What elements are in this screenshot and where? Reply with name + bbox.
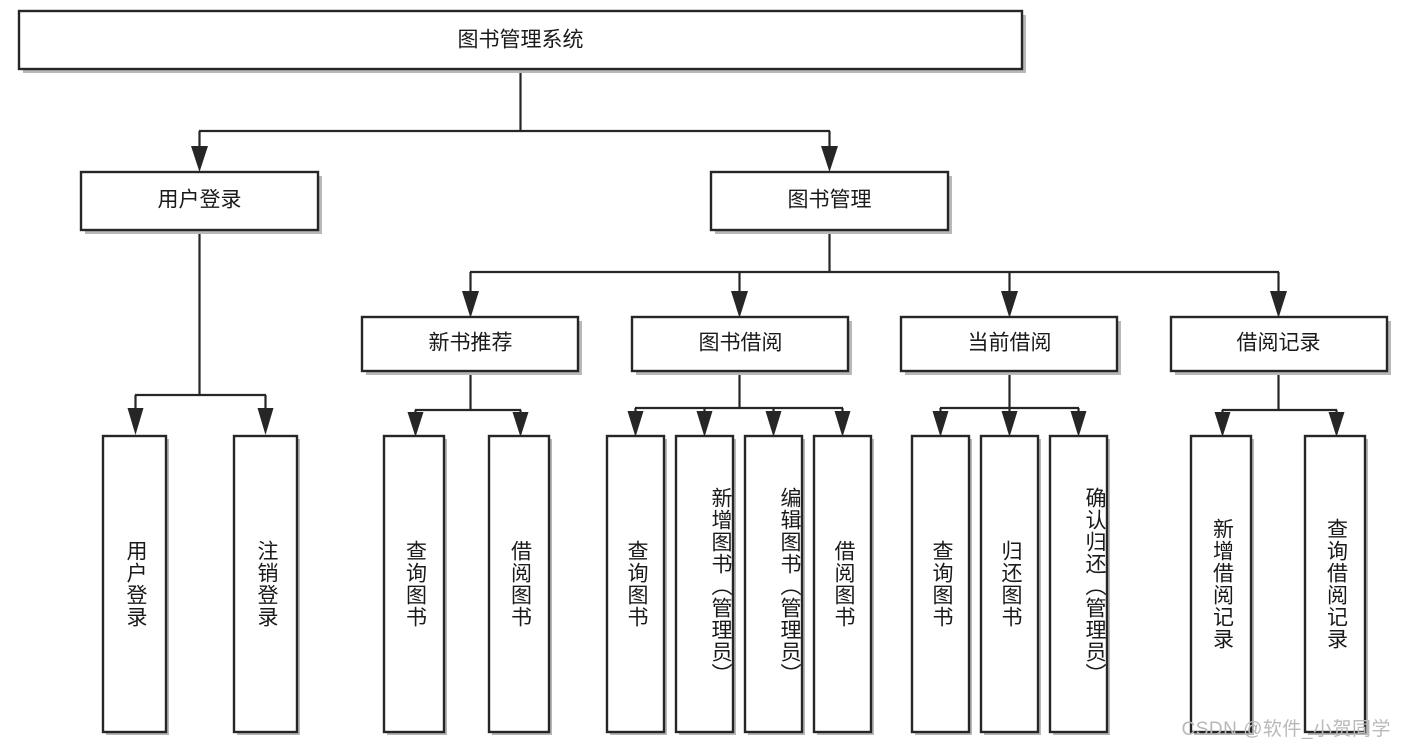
arrow-leaf-edit-book bbox=[765, 411, 782, 437]
node-leaf-borrow-book-2-box[interactable] bbox=[812, 434, 873, 734]
node-leaf-query-record-box[interactable] bbox=[1303, 434, 1367, 734]
node-layer: 图书管理系统 用户登录 图书管理 新书推荐 图书借阅 当前借阅 借阅记录 bbox=[17, 9, 1391, 735]
node-current-borrow-label: 当前借阅 bbox=[968, 332, 1052, 355]
node-leaf-logout-box[interactable] bbox=[232, 434, 299, 734]
arrow-to-borrow bbox=[731, 291, 748, 318]
node-new-book-label: 新书推荐 bbox=[429, 332, 513, 355]
node-leaf-edit-book-box[interactable] bbox=[743, 434, 804, 734]
node-borrow-record-box[interactable] bbox=[1169, 315, 1389, 373]
node-leaf-return-book-box[interactable] bbox=[979, 434, 1040, 734]
node-book-borrow-label: 图书借阅 bbox=[699, 332, 783, 355]
arrow-leaf-add-record bbox=[1214, 412, 1231, 437]
node-leaf-confirm-return-box[interactable] bbox=[1048, 434, 1109, 734]
arrow-leaf-user-login bbox=[127, 408, 144, 435]
node-leaf-add-book-box[interactable] bbox=[674, 434, 735, 734]
node-current-borrow-box[interactable] bbox=[899, 315, 1119, 373]
node-leaf-query-book-3-box[interactable] bbox=[910, 434, 971, 734]
arrow-to-new-book bbox=[462, 291, 479, 318]
node-root-box[interactable] bbox=[17, 9, 1024, 71]
node-new-book-box[interactable] bbox=[360, 315, 580, 373]
arrow-to-current-borrow bbox=[1001, 291, 1018, 318]
node-leaf-borrow-book-1-box[interactable] bbox=[487, 434, 551, 734]
arrow-leaf-logout bbox=[257, 408, 274, 435]
node-leaf-query-book-1-box[interactable] bbox=[382, 434, 446, 734]
arrow-leaf-borrow-book-1 bbox=[512, 412, 529, 437]
arrow-to-borrow-record bbox=[1270, 291, 1287, 318]
node-book-borrow-box[interactable] bbox=[630, 315, 850, 373]
arrow-to-user-login bbox=[191, 146, 208, 172]
arrow-leaf-query-book-3 bbox=[932, 411, 949, 437]
node-user-login-box[interactable] bbox=[79, 170, 320, 232]
node-root-label: 图书管理系统 bbox=[458, 29, 584, 52]
node-user-login-label: 用户登录 bbox=[158, 189, 242, 212]
arrow-leaf-borrow-book-2 bbox=[834, 411, 851, 437]
node-borrow-record-label: 借阅记录 bbox=[1237, 332, 1321, 355]
node-book-manage-label: 图书管理 bbox=[788, 189, 872, 212]
arrow-leaf-confirm-return bbox=[1070, 411, 1087, 437]
node-leaf-query-book-2-box[interactable] bbox=[605, 434, 666, 734]
csdn-watermark: CSDN @软件_小贺同学 bbox=[1181, 719, 1391, 740]
arrow-leaf-query-record bbox=[1328, 412, 1345, 437]
node-leaf-user-login-box[interactable] bbox=[101, 434, 168, 734]
node-leaf-add-record-box[interactable] bbox=[1189, 434, 1253, 734]
arrow-leaf-query-book-2 bbox=[627, 411, 644, 437]
arrow-to-book-manage bbox=[821, 146, 838, 172]
node-book-manage-box[interactable] bbox=[709, 170, 950, 232]
arrow-leaf-add-book bbox=[696, 411, 713, 437]
connector-layer bbox=[127, 72, 1345, 437]
arrow-leaf-query-book-1 bbox=[407, 412, 424, 437]
arrow-leaf-return-book bbox=[1001, 411, 1018, 437]
